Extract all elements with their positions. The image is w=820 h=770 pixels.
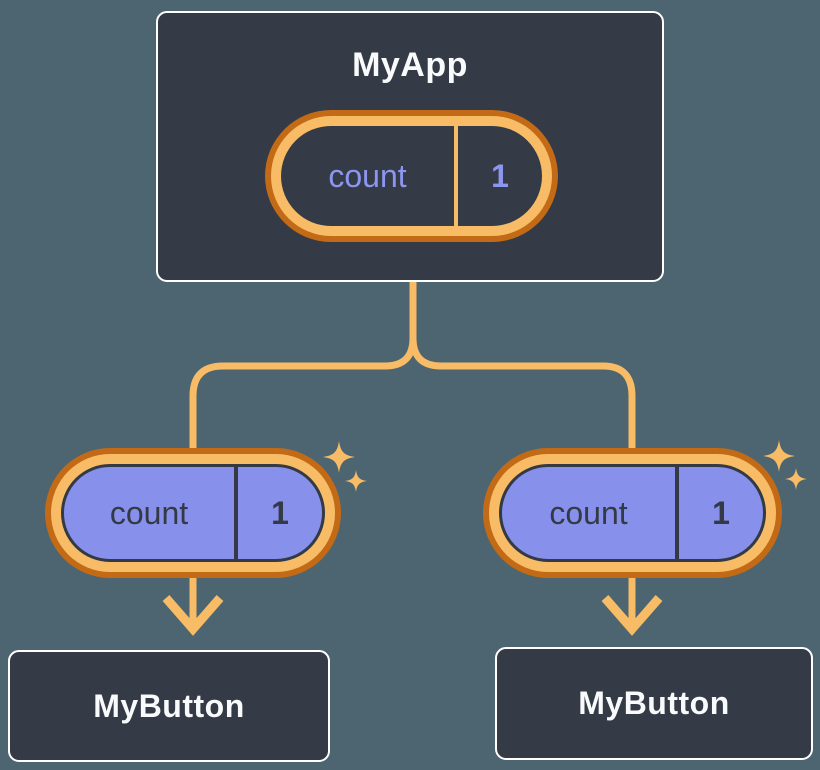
pill-divider bbox=[454, 126, 458, 226]
node-title: MyApp bbox=[352, 46, 468, 84]
state-name: count bbox=[549, 494, 628, 531]
pill-ring: count 1 bbox=[51, 454, 335, 572]
state-value: 1 bbox=[271, 494, 289, 531]
pill-ring: count 1 bbox=[271, 116, 552, 236]
pill-divider bbox=[234, 467, 238, 559]
arrow-down-icon bbox=[601, 578, 663, 636]
branch-left-line bbox=[189, 277, 417, 459]
state-name: count bbox=[328, 157, 407, 194]
pill-body: count 1 bbox=[499, 464, 766, 562]
state-pill-root: count 1 bbox=[265, 110, 558, 242]
arrow-down-icon bbox=[162, 578, 224, 636]
component-node-mybutton-left: MyButton bbox=[8, 650, 330, 762]
node-title: MyButton bbox=[578, 685, 730, 721]
state-pill-child-left: count 1 bbox=[45, 448, 341, 578]
node-title: MyButton bbox=[93, 687, 245, 724]
state-name: count bbox=[109, 494, 189, 531]
branch-right-line bbox=[409, 277, 636, 459]
pill-ring: count 1 bbox=[489, 454, 776, 572]
state-value: 1 bbox=[491, 157, 509, 194]
pill-body: count 1 bbox=[281, 126, 542, 226]
state-value: 1 bbox=[712, 494, 730, 531]
pill-body: count 1 bbox=[61, 464, 325, 562]
state-pill-child-right: count 1 bbox=[483, 448, 782, 578]
component-node-mybutton-right: MyButton bbox=[495, 647, 813, 760]
pill-divider bbox=[675, 467, 679, 559]
